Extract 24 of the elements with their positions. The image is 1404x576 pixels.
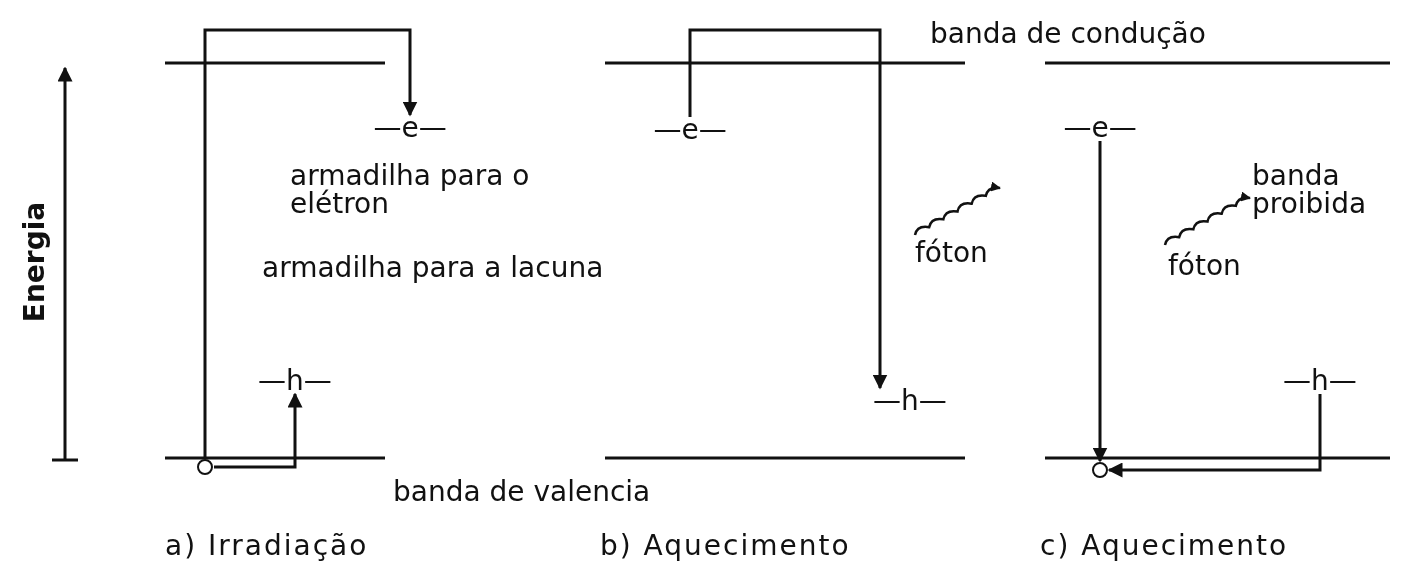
photon-label: fóton [915,237,988,269]
arrow [203,28,418,458]
trap-level: —e— [373,113,447,143]
annotation-text: armadilha para a lacuna [262,252,604,284]
arrow [1092,141,1108,463]
panel-caption: a) Irradiação [165,530,369,562]
annotation-text: banda proibida [1252,162,1368,218]
trap-level: —h— [258,366,332,396]
junction-circle [1092,462,1108,478]
band-label: banda de valencia [393,476,651,508]
arrow [1107,394,1322,478]
trap-level: —e— [1063,113,1137,143]
axis-label: Energia [19,201,52,323]
trap-level: —h— [873,386,947,416]
trap-level: —e— [653,115,727,145]
panel-caption: b) Aquecimento [600,530,851,562]
band-label: banda de condução [930,18,1206,50]
trap-level: —h— [1283,366,1357,396]
annotation-text: armadilha para o elétron [290,162,531,218]
junction-circle [197,459,213,475]
arrow [214,392,303,469]
panel-caption: c) Aquecimento [1040,530,1289,562]
arrow [688,28,888,390]
photon-label: fóton [1168,250,1241,282]
